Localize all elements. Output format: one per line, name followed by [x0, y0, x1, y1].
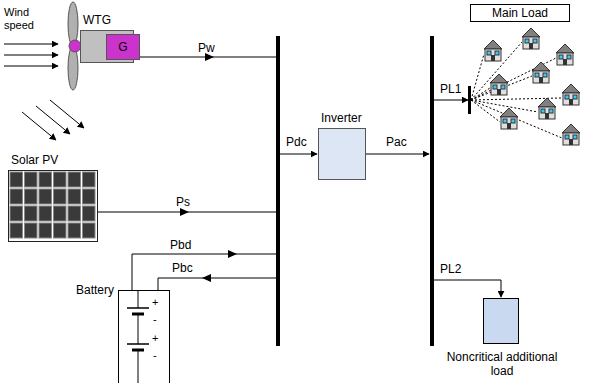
generator-box: G: [106, 34, 140, 60]
pv-cells: [10, 172, 95, 238]
power-label: Pdc: [286, 136, 307, 149]
solar-panel: Solar PV: [8, 170, 98, 242]
arrowhead: [202, 274, 211, 282]
terminal-sign: +: [152, 296, 158, 309]
power-label: Ps: [176, 196, 190, 209]
part-label: Solar PV: [11, 153, 58, 167]
wind-arrows: [4, 44, 58, 66]
wind-label: Wind speed: [4, 6, 46, 32]
power-line: [133, 57, 276, 58]
terminal-sign: -: [153, 313, 157, 326]
power-line: [158, 278, 276, 290]
sun-rays: [22, 100, 84, 140]
power-label: Pw: [198, 42, 215, 55]
houses: [471, 28, 580, 145]
part-label: Inverter: [321, 111, 362, 125]
arrowhead: [228, 250, 237, 258]
inverter-box: Inverter: [318, 128, 366, 180]
power-line: [434, 280, 501, 297]
load-feeder: [468, 86, 471, 114]
load-title-box: Main Load: [470, 4, 570, 22]
part-label: Battery: [76, 283, 114, 297]
power-line: [132, 254, 276, 290]
box-label: Main Load: [492, 6, 548, 20]
resistor-box: Noncritical additional load: [483, 298, 519, 344]
turbine-nacelle: WTGG: [80, 30, 134, 63]
battery-cells: [127, 290, 149, 383]
box-label: G: [118, 40, 127, 54]
arrowhead: [180, 208, 189, 216]
power-line: [366, 154, 429, 155]
power-line: [434, 100, 468, 101]
power-label: Pbc: [172, 262, 193, 275]
power-label: PL1: [440, 83, 461, 96]
dc-bus: [276, 36, 280, 346]
terminal-sign: -: [153, 349, 157, 362]
ac-bus: [430, 36, 434, 346]
power-line: [280, 154, 317, 155]
power-label: PL2: [440, 263, 461, 276]
power-label: Pac: [386, 136, 407, 149]
battery-box: Battery: [118, 290, 170, 383]
power-label: Pbd: [170, 239, 191, 252]
part-label: Noncritical additional load: [437, 350, 567, 378]
part-label: WTG: [83, 13, 111, 27]
terminal-sign: +: [152, 332, 158, 345]
